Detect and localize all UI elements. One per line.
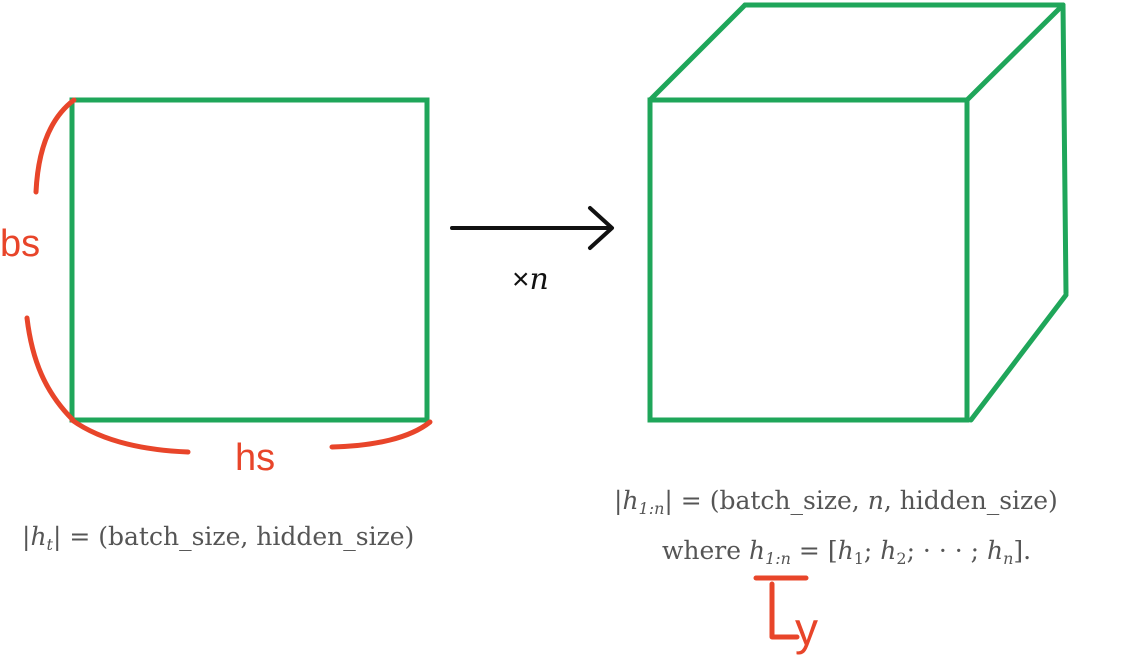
concatenation-formula: where h1:n = [h1; h2; · · · ; hn]. — [662, 536, 1031, 568]
pointer-annotation — [769, 581, 800, 640]
bs-brace-lower — [24, 315, 76, 423]
right-shape-formula: |h1:n| = (batch_size, n, hidden_size) — [614, 486, 1058, 518]
cube-front-face — [647, 97, 970, 423]
hs-brace-right — [329, 419, 433, 450]
hs-label: hs — [235, 437, 275, 479]
times-symbol: × — [512, 263, 530, 296]
handwritten-y-label: y — [795, 603, 818, 655]
cube-bottom-right-edge — [968, 292, 1069, 423]
n-symbol: n — [530, 262, 549, 297]
transform-arrow-head — [588, 206, 614, 250]
left-shape-formula: |ht| = (batch_size, hidden_size) — [22, 522, 414, 554]
hs-brace-left — [69, 417, 191, 455]
hidden-state-rectangle — [69, 97, 430, 423]
bs-brace-upper — [33, 97, 77, 195]
cube-top-right-edge — [964, 2, 1066, 103]
cube-top-left-edge — [647, 2, 748, 103]
cube-back-right-edge — [1060, 2, 1069, 296]
times-n-label: ×n — [512, 262, 549, 297]
bs-label: bs — [0, 223, 40, 265]
